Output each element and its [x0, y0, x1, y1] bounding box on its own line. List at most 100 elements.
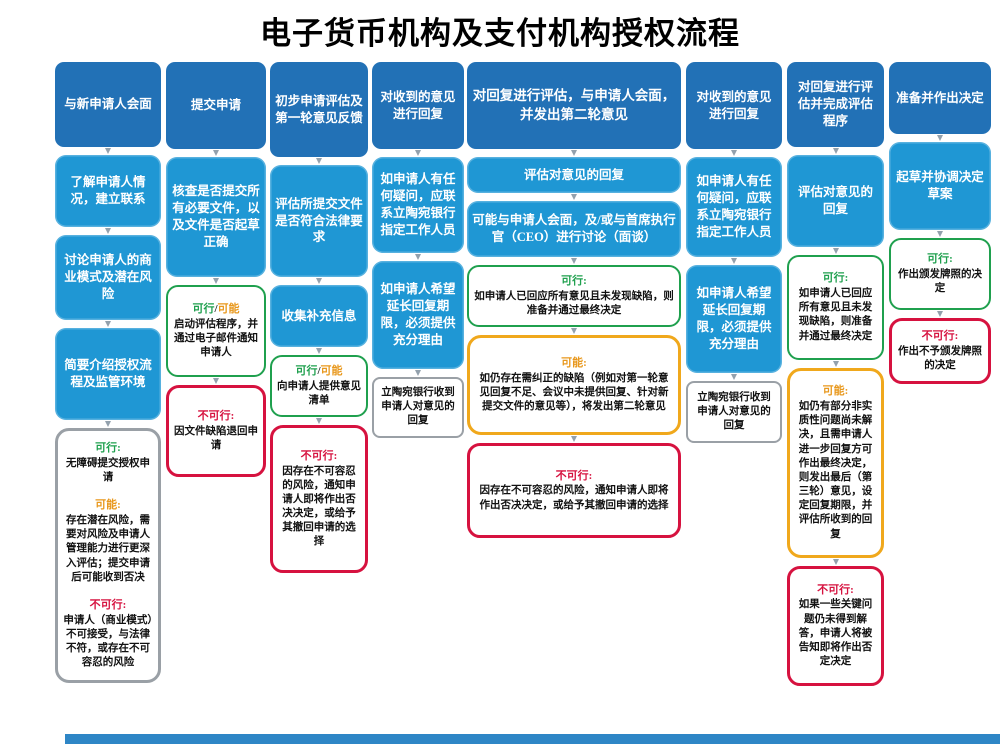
feasible-label: 可行:	[927, 252, 953, 265]
not-feasible-label: 不可行:	[197, 409, 235, 422]
stage-header: 对收到的意见进行回复	[686, 62, 782, 149]
down-arrow-icon	[467, 257, 681, 265]
outcome-possible: 可能: 存在潜在风险，需要对风险及申请人管理能力进行更深入评估；提交申请后可能收…	[63, 498, 153, 585]
process-step: 如申请人希望延长回复期限，必须提供充分理由	[372, 261, 464, 369]
stage-header: 与新申请人会面	[55, 62, 161, 147]
process-step: 简要介绍授权流程及监管环境	[55, 328, 161, 420]
diagram-title: 电子货币机构及支付机构授权流程	[260, 16, 740, 51]
outcome-text: 作出不予颁发牌照的决定	[898, 345, 982, 371]
result-note: 立陶宛银行收到申请人对意见的回复	[372, 377, 464, 438]
not-feasible-label: 不可行:	[89, 598, 127, 611]
outcome-text: 作出颁发牌照的决定	[898, 268, 982, 294]
outcome-text: 因文件缺陷退回申请	[174, 425, 258, 451]
outcome-text: 如申请人已回应所有意见且未发现缺陷，则准备并通过最终决定	[798, 288, 873, 342]
down-arrow-icon	[467, 327, 681, 335]
down-arrow-icon	[787, 247, 884, 255]
stage-column-2: 提交申请 核查是否提交所有必要文件，以及文件是否起草正确 可行/可能 启动评估程…	[166, 62, 266, 477]
down-arrow-icon	[686, 149, 782, 157]
outcome-feasible: 可行/可能 启动评估程序，并通过电子邮件通知申请人	[166, 285, 266, 377]
down-arrow-icon	[166, 277, 266, 285]
down-arrow-icon	[270, 157, 368, 165]
outcome-possible: 可能: 如仍存在需纠正的缺陷（例如对第一轮意见回复不足、会议中未提供回复、针对新…	[467, 335, 681, 436]
down-arrow-icon	[372, 369, 464, 377]
outcome-possible: 可能: 如仍有部分非实质性问题尚未解决，且需申请人进一步回复方可作出最终决定，则…	[787, 368, 884, 558]
down-arrow-icon	[372, 149, 464, 157]
stage-column-5: 对回复进行评估，与申请人会面，并发出第二轮意见 评估对意见的回复 可能与申请人会…	[467, 62, 681, 539]
down-arrow-icon	[889, 310, 991, 318]
outcome-not-feasible: 不可行: 因存在不可容忍的风险，通知申请人即将作出否决决定，或给予其撤回申请的选…	[270, 425, 368, 574]
down-arrow-icon	[166, 377, 266, 385]
outcome-feasible: 可行/可能 向申请人提供意见清单	[270, 355, 368, 418]
outcome-text: 因存在不可容忍的风险，通知申请人即将作出否决决定，或给予其撤回申请的选择	[479, 485, 669, 511]
down-arrow-icon	[372, 253, 464, 261]
outcome-feasible: 可行: 如申请人已回应所有意见且未发现缺陷，则准备并通过最终决定	[467, 265, 681, 328]
not-feasible-label: 不可行:	[555, 469, 593, 482]
process-step: 了解申请人情况，建立联系	[55, 155, 161, 227]
process-step: 评估所提交文件是否符合法律要求	[270, 165, 368, 277]
stage-column-6: 对收到的意见进行回复 如申请人有任何疑问，应联系立陶宛银行指定工作人员 如申请人…	[686, 62, 782, 443]
not-feasible-label: 不可行:	[921, 329, 959, 342]
result-note: 立陶宛银行收到申请人对意见的回复	[686, 381, 782, 443]
feasible-label: 可行:	[822, 272, 849, 285]
down-arrow-icon	[55, 320, 161, 328]
feasible-possible-label: 可行/可能	[295, 365, 343, 377]
stage-column-7: 对回复进行评估并完成评估程序 评估对意见的回复 可行: 如申请人已回应所有意见且…	[787, 62, 884, 686]
feasible-text: 无障碍提交授权申请	[66, 457, 150, 484]
stage-header: 初步申请评估及第一轮意见反馈	[270, 62, 368, 157]
stage-header: 提交申请	[166, 62, 266, 149]
outcome-text: 启动评估程序，并通过电子邮件通知申请人	[174, 318, 258, 358]
possible-label: 可能:	[561, 357, 587, 369]
outcome-text: 如申请人已回应所有意见且未发现缺陷，则准备并通过最终决定	[474, 290, 674, 317]
process-step: 如申请人希望延长回复期限，必须提供充分理由	[686, 265, 782, 373]
process-step: 讨论申请人的商业模式及潜在风险	[55, 235, 161, 320]
feasible-label: 可行:	[561, 275, 587, 287]
down-arrow-icon	[889, 230, 991, 238]
not-feasible-text: 申请人（商业模式）不可接受，与法律不符，或存在不可容忍的风险	[63, 614, 153, 669]
down-arrow-icon	[787, 558, 884, 566]
outcome-text: 如仍存在需纠正的缺陷（例如对第一轮意见回复不足、会议中未提供回复、针对新提交文件…	[479, 372, 669, 413]
down-arrow-icon	[686, 373, 782, 381]
stage-header: 对回复进行评估，与申请人会面，并发出第二轮意见	[467, 62, 681, 149]
outcome-text: 因存在不可容忍的风险，通知申请人即将作出否决决定，或给予其撤回申请的选择	[282, 465, 356, 548]
outcome-not-feasible: 不可行: 如果一些关键问题仍未得到解答，申请人将被告知即将作出否定决定	[787, 566, 884, 686]
stage-column-3: 初步申请评估及第一轮意见反馈 评估所提交文件是否符合法律要求 收集补充信息 可行…	[270, 62, 368, 574]
outcome-not-feasible: 不可行: 因存在不可容忍的风险，通知申请人即将作出否决决定，或给予其撤回申请的选…	[467, 443, 681, 539]
process-step: 如申请人有任何疑问，应联系立陶宛银行指定工作人员	[372, 157, 464, 253]
outcome-feasible: 可行: 作出颁发牌照的决定	[889, 238, 991, 310]
outcome-text: 如仍有部分非实质性问题尚未解决，且需申请人进一步回复方可作出最终决定，则发出最后…	[798, 401, 873, 540]
down-arrow-icon	[270, 277, 368, 285]
process-step: 起草并协调决定草案	[889, 142, 991, 230]
down-arrow-icon	[55, 420, 161, 428]
stage-header: 准备并作出决定	[889, 62, 991, 134]
stage-column-8: 准备并作出决定 起草并协调决定草案 可行: 作出颁发牌照的决定 不可行: 作出不…	[889, 62, 991, 384]
process-step: 收集补充信息	[270, 285, 368, 347]
outcome-text: 向申请人提供意见清单	[277, 380, 361, 407]
stage-header: 对收到的意见进行回复	[372, 62, 464, 149]
down-arrow-icon	[270, 417, 368, 425]
not-feasible-label: 不可行:	[817, 583, 854, 596]
outcome-feasible: 可行: 如申请人已回应所有意见且未发现缺陷，则准备并通过最终决定	[787, 255, 884, 360]
down-arrow-icon	[55, 227, 161, 235]
outcome-not-feasible: 不可行: 作出不予颁发牌照的决定	[889, 318, 991, 384]
down-arrow-icon	[467, 193, 681, 201]
down-arrow-icon	[166, 149, 266, 157]
not-feasible-label: 不可行:	[300, 449, 338, 462]
footer-bar	[65, 734, 1000, 744]
process-step: 如申请人有任何疑问，应联系立陶宛银行指定工作人员	[686, 157, 782, 257]
possible-label: 可能:	[822, 385, 849, 398]
stage-header: 对回复进行评估并完成评估程序	[787, 62, 884, 147]
down-arrow-icon	[55, 147, 161, 155]
feasible-possible-label: 可行/可能	[192, 302, 240, 315]
down-arrow-icon	[889, 134, 991, 142]
outcome-text: 如果一些关键问题仍未得到解答，申请人将被告知即将作出否定决定	[798, 599, 873, 668]
stage-column-1: 与新申请人会面 了解申请人情况，建立联系 讨论申请人的商业模式及潜在风险 简要介…	[55, 62, 161, 684]
outcome-not-feasible: 不可行: 因文件缺陷退回申请	[166, 385, 266, 477]
down-arrow-icon	[686, 257, 782, 265]
possible-label: 可能:	[95, 499, 121, 512]
process-step: 评估对意见的回复	[467, 157, 681, 193]
process-step: 评估对意见的回复	[787, 155, 884, 247]
down-arrow-icon	[270, 347, 368, 355]
process-step: 可能与申请人会面，及/或与首席执行官（CEO）进行讨论（面谈）	[467, 201, 681, 257]
outcome-feasible: 可行: 无障碍提交授权申请	[63, 441, 153, 485]
outcome-summary: 可行: 无障碍提交授权申请 可能: 存在潜在风险，需要对风险及申请人管理能力进行…	[55, 428, 161, 684]
